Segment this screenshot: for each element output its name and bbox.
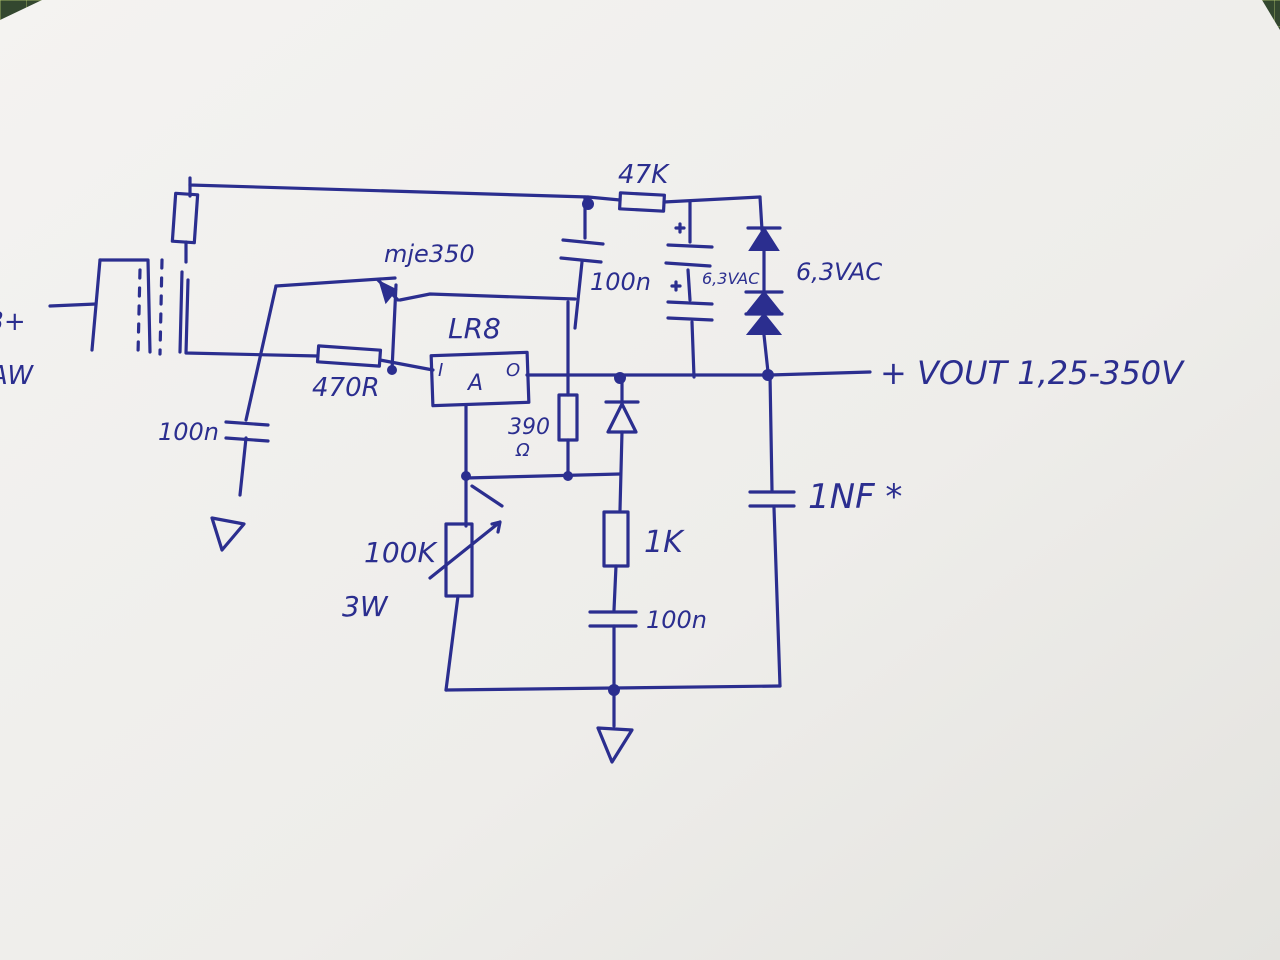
label-1nf: 1NF *: [808, 477, 902, 517]
label-470r: 470R: [312, 373, 380, 403]
capacitor-100n-top: [559, 238, 605, 264]
lr8-regulator: [429, 350, 531, 408]
junction-dots: [387, 198, 774, 696]
label-c-left: 100n: [158, 418, 219, 446]
capacitor-100n-bottom: [588, 610, 638, 628]
label-reg-adj: A: [466, 371, 483, 396]
resistor-1k: [602, 510, 630, 568]
electrolytic-caps: [664, 222, 714, 322]
resistor-470r: [315, 344, 383, 368]
zener-stack: [744, 226, 784, 335]
label-zener-left: 6,3VAC: [702, 269, 760, 288]
resistor-390: [557, 393, 579, 442]
label-output: + VOUT 1,25-350V: [880, 354, 1185, 392]
label-390-unit: Ω: [515, 440, 530, 461]
input-connector-dashes: [136, 258, 164, 356]
label-390: 390: [508, 415, 550, 440]
capacitor-1nf: [748, 490, 796, 508]
potentiometer-100k: [444, 522, 474, 598]
capacitor-100n-left: [224, 420, 270, 443]
ground-bottom-icon: [596, 726, 634, 764]
label-transistor: mje350: [384, 240, 475, 268]
label-1k: 1K: [644, 525, 685, 560]
label-47k: 47K: [618, 160, 670, 190]
label-lr8: LR8: [448, 312, 501, 345]
label-reg-in: I: [438, 360, 443, 381]
potentiometer-arrow: [428, 520, 502, 580]
label-input-bottom: AW: [0, 361, 34, 391]
resistor-47k: [618, 191, 666, 213]
label-input-top: B+: [0, 307, 26, 337]
ground-left-icon: [210, 516, 246, 552]
label-zener-right: 6,3VAC: [796, 258, 882, 286]
transistor-arrow: [378, 280, 398, 305]
resistor-top-left: [170, 191, 200, 245]
label-reg-out: O: [506, 360, 520, 381]
label-c-bottom: 100n: [646, 606, 707, 634]
label-c-top: 100n: [590, 268, 651, 296]
label-pot: 100K: [364, 536, 438, 569]
diode: [604, 400, 640, 434]
wires: [48, 176, 872, 728]
label-pot-power: 3W: [342, 590, 389, 623]
